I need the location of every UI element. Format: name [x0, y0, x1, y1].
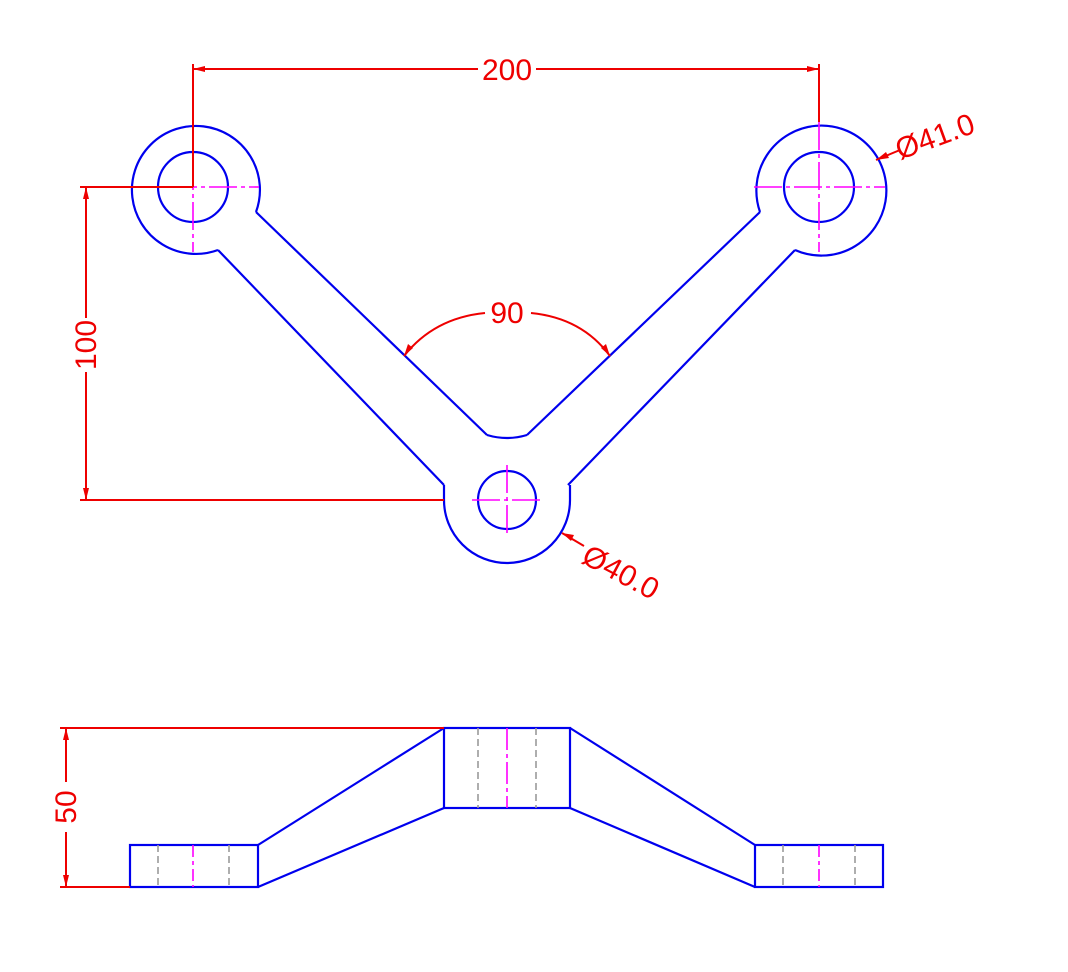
- side-right-arm-top: [569, 727, 756, 846]
- right-hub: [754, 122, 888, 257]
- side-left-rect: [128, 843, 260, 889]
- dia-41-arrow: [876, 152, 889, 160]
- dim-200-arrow-right: [807, 66, 819, 72]
- side-left-arm-top: [257, 727, 445, 846]
- angle-arrow-right: [601, 344, 610, 356]
- dia-41-label: Ø41.0: [891, 108, 979, 167]
- left-arm-inner-edge: [255, 211, 488, 436]
- dimension-diameter-40: Ø40.0: [561, 532, 665, 607]
- bottom-hub: [442, 465, 572, 565]
- center-notch-arc: [486, 433, 528, 440]
- angle-90-label: 90: [490, 297, 523, 330]
- side-right-arm-bottom: [569, 806, 756, 889]
- dimension-diameter-41: Ø41.0: [875, 108, 979, 167]
- side-center-block: [442, 726, 572, 810]
- side-left-arm-bottom: [257, 806, 445, 889]
- spider-arms-outline: [217, 211, 796, 486]
- side-left-block: [128, 843, 260, 889]
- left-arm-outer-edge: [217, 249, 445, 486]
- side-arms: [257, 727, 756, 889]
- dia-40-label: Ø40.0: [577, 539, 665, 607]
- dim-100-arrow-bottom: [83, 488, 89, 500]
- dim-50-arrow-bottom: [63, 875, 69, 887]
- dimension-50: 50: [50, 727, 444, 888]
- dia-40-arrow: [562, 533, 574, 541]
- bottom-hub-outer-arc: [442, 485, 572, 565]
- dim-50-arrow-top: [63, 728, 69, 740]
- dim-200-label: 200: [482, 54, 532, 87]
- angle-arc-right: [530, 312, 611, 357]
- left-hub-outer-arc: [130, 124, 261, 255]
- dim-100-label: 100: [70, 320, 103, 370]
- side-right-block: [753, 843, 885, 889]
- angle-arc-left: [403, 312, 486, 357]
- dimension-angle-90: 90: [403, 297, 611, 357]
- dim-50-label: 50: [50, 790, 83, 823]
- top-view: 200 100 90 Ø41.0: [70, 54, 979, 607]
- right-arm-outer-edge: [567, 249, 796, 486]
- right-hub-outer-arc: [755, 124, 888, 257]
- dim-100-arrow-top: [83, 187, 89, 199]
- angle-arrow-left: [404, 344, 413, 356]
- dimension-100: 100: [70, 186, 444, 501]
- side-view: 50: [50, 726, 885, 889]
- dim-200-arrow-left: [193, 66, 205, 72]
- right-arm-inner-edge: [526, 211, 761, 436]
- dimension-200: 200: [192, 54, 820, 187]
